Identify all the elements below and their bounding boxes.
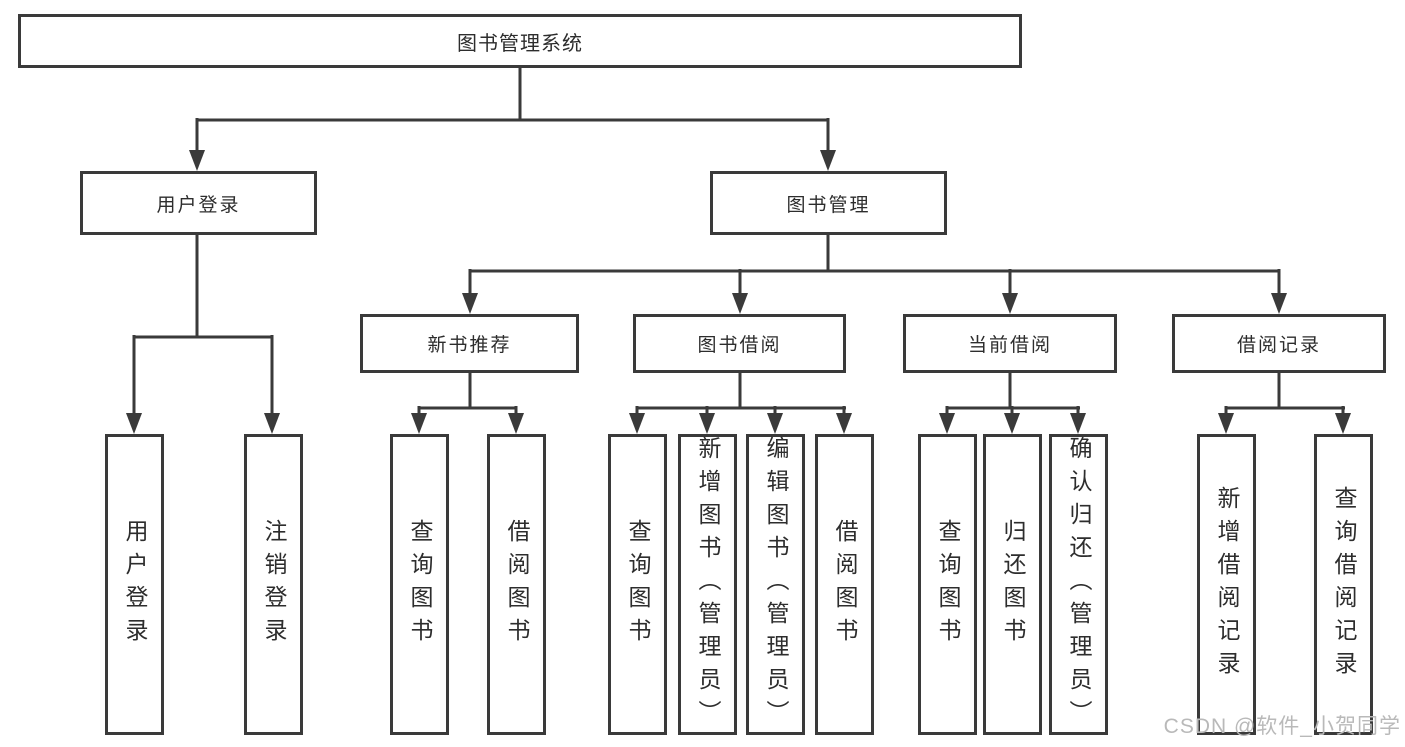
node-label: 编辑图书（管理员） xyxy=(763,436,789,733)
leaf-query-books-borrow: 查询图书 xyxy=(608,434,667,735)
node-label: 当前借阅 xyxy=(967,335,1052,356)
node-label: 用户登录 xyxy=(156,194,241,216)
node-label: 新增借阅记录 xyxy=(1214,485,1240,684)
node-label: 确认归还（管理员） xyxy=(1066,436,1092,733)
node-current-borrow: 当前借阅 xyxy=(903,314,1117,373)
node-label: 查询图书 xyxy=(935,518,961,651)
node-label: 新增图书（管理员） xyxy=(695,436,721,733)
leaf-add-book-admin: 新增图书（管理员） xyxy=(678,434,737,735)
leaf-borrow-books-borrow: 借阅图书 xyxy=(815,434,874,735)
node-user-login: 用户登录 xyxy=(80,171,317,235)
leaf-edit-book-admin: 编辑图书（管理员） xyxy=(746,434,805,735)
leaf-logout: 注销登录 xyxy=(244,434,303,735)
node-label: 借阅记录 xyxy=(1236,335,1321,356)
node-label: 查询借阅记录 xyxy=(1331,485,1357,684)
node-label: 查询图书 xyxy=(625,518,651,651)
node-label: 新书推荐 xyxy=(427,335,512,356)
node-label: 注销登录 xyxy=(261,518,287,651)
node-label: 借阅图书 xyxy=(504,518,530,651)
leaf-user-login: 用户登录 xyxy=(105,434,164,735)
leaf-return-books: 归还图书 xyxy=(983,434,1042,735)
node-label: 查询图书 xyxy=(407,518,433,651)
node-book-borrow: 图书借阅 xyxy=(633,314,846,373)
leaf-query-books-recommend: 查询图书 xyxy=(390,434,449,735)
node-label: 借阅图书 xyxy=(832,518,858,651)
leaf-add-borrow-record: 新增借阅记录 xyxy=(1197,434,1256,735)
leaf-query-borrow-record: 查询借阅记录 xyxy=(1314,434,1373,735)
arrowheads xyxy=(126,150,1351,434)
node-label: 图书管理系统 xyxy=(457,32,583,55)
leaf-query-books-current: 查询图书 xyxy=(918,434,977,735)
node-library-system: 图书管理系统 xyxy=(18,14,1022,68)
node-label: 归还图书 xyxy=(1000,518,1026,651)
leaf-borrow-books-recommend: 借阅图书 xyxy=(487,434,546,735)
node-borrow-records: 借阅记录 xyxy=(1172,314,1386,373)
node-label: 图书管理 xyxy=(786,194,871,216)
csdn-watermark: CSDN @软件_小贺同学 xyxy=(1163,715,1401,738)
node-label: 图书借阅 xyxy=(697,335,782,356)
node-book-management: 图书管理 xyxy=(710,171,947,235)
leaf-confirm-return-admin: 确认归还（管理员） xyxy=(1049,434,1108,735)
node-label: 用户登录 xyxy=(122,518,148,651)
node-new-book-recommend: 新书推荐 xyxy=(360,314,579,373)
